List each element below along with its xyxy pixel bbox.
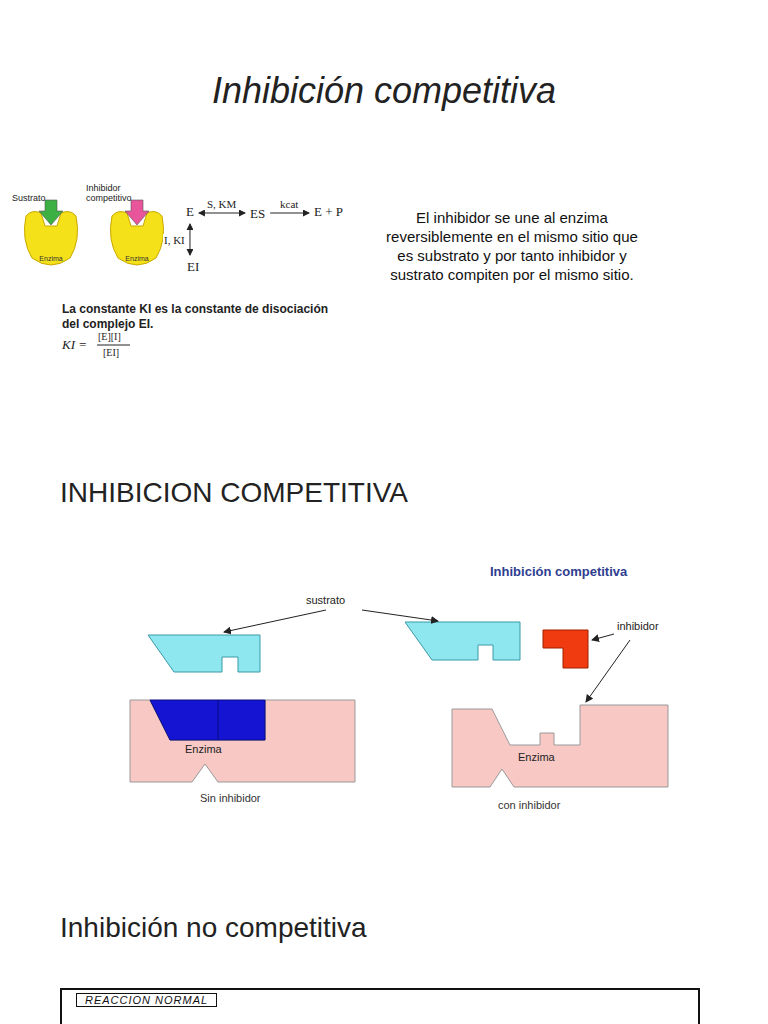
enzyme-block [452,705,668,787]
node-text: E [186,204,194,220]
node-text: EI [187,259,199,275]
formula-text: [EI] [103,347,119,358]
enzyme-icon: Enzima [18,200,90,272]
leader-line [362,610,438,621]
species-node: EI [185,258,201,276]
enzyme-block: Enzima [130,700,355,782]
reaction-arrow [189,224,190,255]
node-text: Enzima [104,255,170,262]
caption-label: con inhibidor [498,799,560,811]
node-text: REACCION NORMAL [76,993,217,1007]
section-heading: INHIBICION COMPETITIVA [60,477,408,509]
leader-line [592,634,614,640]
substrate-seam [218,700,219,740]
enzyme-block: Enzima [452,705,668,787]
callout-label: inhibidor [617,620,659,632]
caption-label: Sin inhibidor [200,792,261,804]
edge-label: I, KI [163,234,186,246]
formula-text: [E][I] [98,331,121,342]
edge-label: S, KM [206,198,237,210]
leader-line [224,610,326,632]
edge-label: kcat [279,198,299,210]
slide-title: Inhibición competitiva [0,70,768,112]
reaction-panel: REACCION NORMAL [60,988,700,1024]
node-outline [452,705,668,787]
figure-title: Inhibición competitiva [490,564,627,579]
fraction-bar [97,345,130,346]
species-node: E [184,203,196,221]
enzyme-block [130,700,355,782]
paragraph: El inhibidor se une al enzima reversible… [378,208,646,284]
ligand-arrow [39,200,63,225]
ligand-arrow [125,200,149,225]
node-text: Enzima [185,743,222,755]
formula-text: KI = [62,337,87,353]
substrate-shape [405,622,520,660]
section-heading: Inhibición no competitiva [60,912,367,944]
node-text: E + P [314,204,343,220]
node-text: Enzima [18,255,84,262]
leader-line [586,640,630,702]
note-text: La constante KI es la constante de disoc… [62,302,347,332]
figure-label: Sustrato [12,193,46,203]
node-text: ES [250,206,265,222]
reaction-arrow [270,213,309,214]
substrate-shape [148,635,260,672]
node-outline [130,700,355,782]
inhibitor-shape [543,630,588,668]
reaction-arrow [199,213,245,214]
species-node: ES [248,205,267,223]
node-text: Enzima [518,751,555,763]
callout-label: sustrato [306,594,345,606]
species-node: E + P [312,203,345,221]
bound-substrate [150,700,265,740]
